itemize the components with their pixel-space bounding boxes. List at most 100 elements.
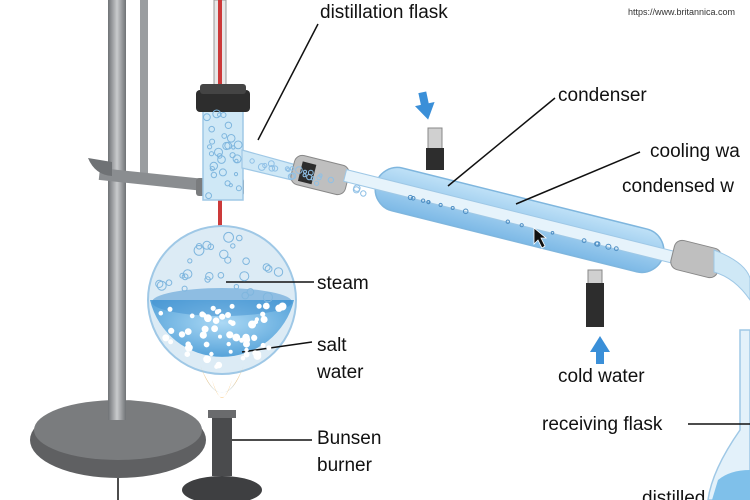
bubble	[211, 325, 219, 333]
bubble	[226, 134, 236, 143]
bubble	[303, 169, 307, 174]
label-bunsen-line1: Bunsen	[317, 428, 381, 449]
bubble	[187, 258, 193, 264]
label-cold-water: cold water	[558, 366, 645, 387]
bubble	[248, 320, 257, 329]
leader-lines	[117, 23, 750, 500]
receiving-flask	[707, 329, 750, 500]
bubble	[217, 155, 226, 164]
bubble	[307, 169, 314, 176]
bubble	[217, 112, 222, 117]
source-credit: https://www.britannica.com	[628, 7, 735, 17]
bubble	[256, 303, 262, 309]
bubble	[260, 316, 268, 323]
bubble	[199, 331, 207, 339]
bubble	[505, 219, 510, 224]
bubble	[239, 271, 250, 282]
bunsen-burner	[182, 410, 262, 500]
label-cooling-water: cooling wa	[650, 141, 740, 162]
bubble	[204, 276, 211, 283]
label-distilled: distilled	[642, 488, 705, 500]
bubble	[207, 144, 213, 150]
bubble	[262, 263, 271, 272]
bubble	[162, 334, 170, 342]
bubble	[224, 121, 233, 130]
label-receiving-flask: receiving flask	[542, 414, 663, 435]
condenser	[343, 127, 707, 327]
bubble	[236, 234, 243, 242]
bubble	[207, 243, 215, 251]
bubble	[286, 167, 291, 173]
bubble	[218, 334, 222, 339]
bubble	[260, 342, 266, 348]
bubble	[204, 314, 212, 323]
bubble	[233, 172, 239, 177]
bubble	[594, 241, 600, 247]
bubble	[267, 160, 275, 168]
bubble	[314, 180, 320, 186]
bubble	[426, 200, 431, 205]
bubble	[230, 320, 236, 327]
bubble	[214, 309, 220, 315]
bubble	[233, 140, 243, 150]
bubble	[178, 331, 186, 338]
bubble	[201, 325, 209, 333]
bubble	[208, 125, 215, 133]
bubble	[410, 196, 416, 201]
bubble	[284, 166, 290, 172]
bubble	[210, 305, 216, 311]
bubble	[450, 206, 455, 210]
steam-bubbles	[155, 109, 619, 369]
bubble	[225, 312, 231, 318]
flame-icon	[200, 365, 244, 398]
bubble	[203, 355, 212, 364]
bubble	[234, 158, 239, 164]
bubble	[295, 166, 303, 174]
bubble	[205, 192, 213, 200]
bubble	[550, 231, 555, 235]
bubble	[243, 351, 250, 358]
label-salt-water-line2: water	[316, 362, 364, 383]
bubble	[224, 256, 232, 264]
bubble	[226, 331, 234, 339]
bubble	[209, 166, 215, 172]
bubble	[244, 347, 249, 353]
bubble	[519, 223, 524, 228]
bubble	[209, 351, 214, 357]
bubble	[253, 352, 262, 360]
bubble	[209, 161, 219, 171]
bubble	[264, 265, 273, 273]
bubble	[189, 313, 195, 319]
bubble	[327, 176, 335, 184]
label-distillation-flask: distillation flask	[320, 2, 448, 23]
bubble	[246, 288, 255, 296]
bubble	[195, 243, 203, 250]
bubble	[233, 284, 240, 290]
bubble	[239, 337, 245, 343]
bubble	[275, 304, 283, 312]
bubble	[360, 190, 367, 197]
bubble	[251, 334, 257, 340]
mouse-cursor-icon	[533, 227, 548, 249]
bubble	[353, 184, 361, 192]
bubble	[268, 165, 276, 172]
bubble	[205, 272, 214, 281]
bubble	[289, 166, 295, 171]
bubble	[260, 311, 266, 317]
side-arm	[241, 149, 350, 196]
ring-stand	[30, 0, 206, 478]
bubble	[212, 317, 220, 325]
bubble	[310, 176, 315, 181]
label-condenser: condenser	[558, 85, 647, 106]
bubble	[235, 185, 242, 192]
label-steam: steam	[317, 273, 369, 294]
bubble	[243, 340, 250, 348]
bubble	[581, 238, 587, 244]
bubble	[181, 273, 189, 281]
bubble	[229, 152, 236, 159]
bubble	[168, 339, 174, 345]
flow-arrow-icon	[415, 91, 610, 364]
bubble	[203, 341, 210, 348]
bubble	[168, 327, 175, 334]
